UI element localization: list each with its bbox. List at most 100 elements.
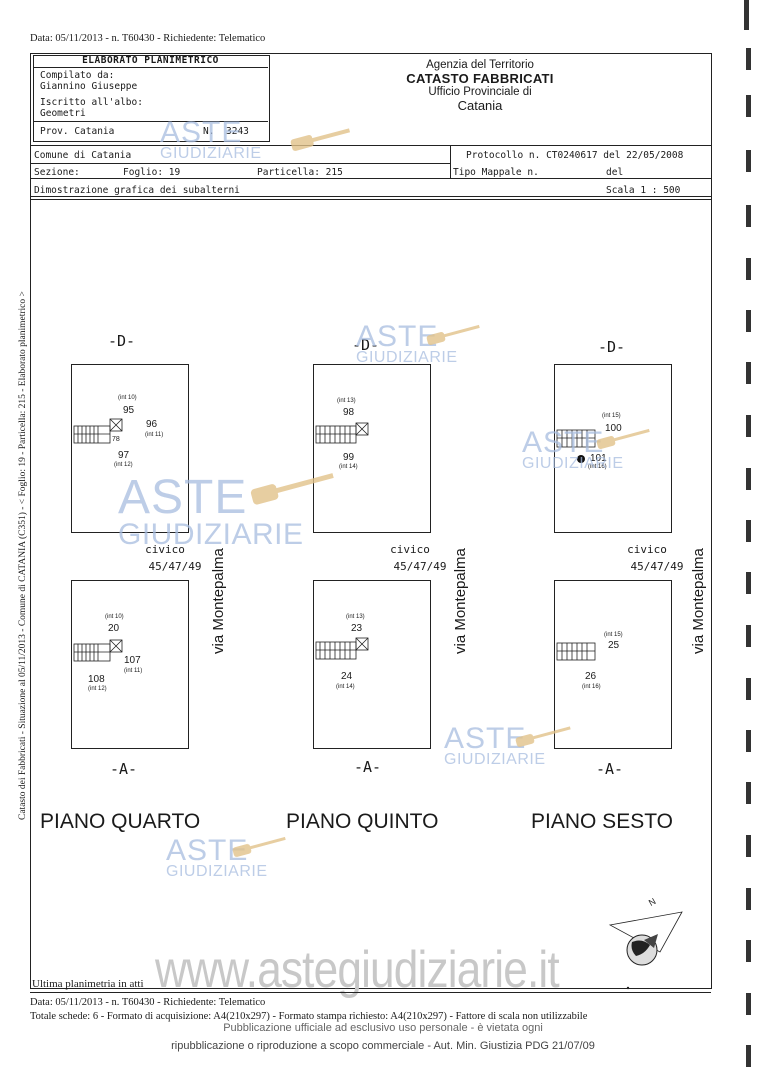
document-header: Data: 05/11/2013 - n. T60430 - Richieden… <box>30 33 266 44</box>
a-mark-1: -A- <box>110 760 138 778</box>
int-label: (int 12) <box>114 462 133 468</box>
watermark-giudiziarie: GIUDIZIARIE <box>522 455 624 472</box>
sub-number: 100 <box>605 423 622 434</box>
divider <box>30 178 711 179</box>
watermark: ASTE GIUDIZIARIE <box>444 724 546 768</box>
agency-line-1: Agenzia del Territorio <box>426 59 534 71</box>
civico-number: 45/47/49 <box>148 560 202 573</box>
watermark-aste: ASTE <box>118 471 248 524</box>
int-label: (int 10) <box>105 614 124 620</box>
sezione-label: Sezione: <box>34 167 80 178</box>
foglio-label: Foglio: 19 <box>123 167 181 178</box>
int-label: (int 16) <box>582 684 601 690</box>
divider <box>33 121 268 122</box>
watermark: ASTE GIUDIZIARIE <box>166 836 268 880</box>
n-label: N. <box>203 126 215 137</box>
compass-rose-icon <box>608 911 683 990</box>
iscritto-value: Geometri <box>40 108 86 119</box>
sub-number: 95 <box>123 405 135 416</box>
plan-quarto-upper <box>71 364 189 533</box>
footer-line-1: Data: 05/11/2013 - n. T60430 - Richieden… <box>30 997 266 1008</box>
watermark-aste: ASTE <box>444 722 527 755</box>
particella-label: Particella: 215 <box>257 167 343 178</box>
watermark-giudiziarie: GIUDIZIARIE <box>166 863 268 880</box>
publication-notice-1: Pubblicazione ufficiale ad esclusivo uso… <box>223 1022 543 1034</box>
sub-number: 23 <box>351 623 363 634</box>
elaborato-title: ELABORATO PLANIMETRICO <box>33 55 268 68</box>
int-label: (int 11) <box>124 668 143 674</box>
int-label: (int 15) <box>602 413 621 419</box>
watermark: ASTE GIUDIZIARIE <box>356 322 458 366</box>
iscritto-label: Iscritto all'albo: <box>40 97 143 108</box>
sub-number: 99 <box>343 452 355 463</box>
sub-number: 96 <box>146 419 158 430</box>
piano-title: PIANO QUINTO <box>286 810 439 833</box>
form-frame <box>30 53 712 200</box>
sub-number: 107 <box>124 655 141 666</box>
sub-number: 24 <box>341 671 353 682</box>
d-mark-1: -D- <box>108 332 136 350</box>
divider <box>30 196 711 197</box>
watermark: ASTE GIUDIZIARIE <box>522 428 624 472</box>
int-label: (int 13) <box>337 398 356 404</box>
plan-quinto-lower <box>313 580 431 749</box>
sub-number: 97 <box>118 450 130 461</box>
divider <box>450 145 451 178</box>
int-label: (int 13) <box>346 614 365 620</box>
sub-number: 20 <box>108 623 120 634</box>
sub-number: 25 <box>608 640 620 651</box>
divider <box>30 992 711 993</box>
sub-number: 108 <box>88 674 105 685</box>
plan-sesto-lower <box>554 580 672 749</box>
watermark-aste: ASTE <box>356 320 439 353</box>
sub-number: 101 <box>590 453 607 464</box>
watermark-aste: ASTE <box>522 426 605 459</box>
int-label: (int 10) <box>118 395 137 401</box>
piano-title: PIANO SESTO <box>531 810 673 833</box>
plan-quarto-lower <box>71 580 189 749</box>
piano-title: PIANO QUARTO <box>40 810 201 833</box>
civico-label: civico <box>627 543 667 556</box>
scala-label: Scala 1 : 500 <box>606 185 681 196</box>
int-label: (int 11) <box>145 432 164 438</box>
watermark-giudiziarie: GIUDIZIARIE <box>444 751 546 768</box>
compilato-value: Giannino Giuseppe <box>40 81 138 92</box>
sub-number: 98 <box>343 407 355 418</box>
compilato-label: Compilato da: <box>40 70 115 81</box>
int-label: (int 14) <box>339 464 358 470</box>
civico-label: civico <box>145 543 185 556</box>
publication-notice-2: ripubblicazione o riproduzione a scopo c… <box>171 1040 595 1052</box>
divider <box>30 163 450 164</box>
tipo-mappale-label: Tipo Mappale n. <box>453 167 539 178</box>
agency-line-4: Catania <box>457 98 503 113</box>
url-watermark: www.astegiudiziarie.it <box>155 941 560 999</box>
plan-quinto-upper <box>313 364 431 533</box>
divider <box>30 145 711 146</box>
a-mark-3: -A- <box>596 760 624 778</box>
int-label: (int 15) <box>604 632 623 638</box>
prov-label: Prov. Catania <box>40 126 115 137</box>
agency-line-2: CATASTO FABBRICATI <box>406 71 554 86</box>
watermark-aste: ASTE <box>160 116 243 149</box>
sub-number: 26 <box>585 671 597 682</box>
protocollo-label: Protocollo n. CT0240617 del 22/05/2008 <box>466 150 684 161</box>
a-mark-2: -A- <box>354 758 382 776</box>
civico-number: 45/47/49 <box>630 560 684 573</box>
watermark-giudiziarie: GIUDIZIARIE <box>160 145 262 162</box>
civico-label: civico <box>390 543 430 556</box>
sub-number: 78 <box>112 436 120 443</box>
civico-number: 45/47/49 <box>393 560 447 573</box>
elaborato-box <box>33 55 270 142</box>
watermark: ASTE GIUDIZIARIE <box>118 474 304 550</box>
footer-line-2: Totale schede: 6 - Formato di acquisizio… <box>30 1011 588 1022</box>
agency-block: Agenzia del Territorio CATASTO FABBRICAT… <box>380 59 580 113</box>
agency-line-3: Ufficio Provinciale di <box>428 86 532 98</box>
binder-edge <box>744 0 751 1067</box>
del-label: del <box>606 167 624 178</box>
watermark-giudiziarie: GIUDIZIARIE <box>356 349 458 366</box>
n-value: 3243 <box>226 126 249 137</box>
dimostrazione-label: Dimostrazione grafica dei subalterni <box>34 185 240 196</box>
ultima-planimetria: Ultima planimetria in atti <box>32 978 144 990</box>
